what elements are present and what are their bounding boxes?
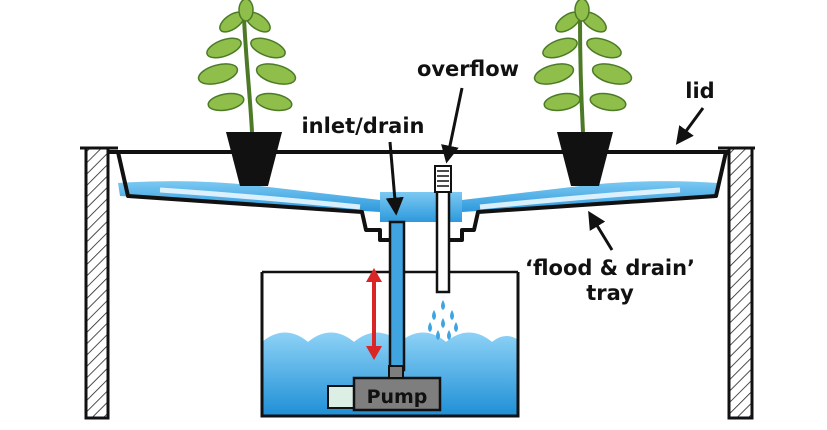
flood-drain-tray (108, 150, 729, 242)
overflow-label: overflow (417, 57, 519, 81)
tray-label-line2: tray (586, 281, 634, 305)
pump-label: Pump (367, 386, 428, 408)
plant-left (197, 0, 297, 186)
tray-label-line1: ‘flood & drain’ (525, 256, 695, 280)
overflow-drips (428, 300, 458, 340)
plant-right (533, 0, 633, 186)
inlet-drain-label: inlet/drain (301, 114, 424, 138)
overflow-arrow (441, 87, 464, 164)
ground-left (80, 146, 110, 420)
pump: Pump (327, 365, 442, 412)
lid-label: lid (685, 79, 714, 103)
ground-right (727, 146, 755, 420)
pump-head-arrow (366, 268, 382, 360)
inlet-drain-arrow (385, 141, 404, 216)
overflow-pipe (434, 165, 452, 294)
lid-arrow (675, 107, 705, 145)
inlet-drain-pipe (388, 220, 406, 372)
tray-arrow (588, 210, 614, 251)
